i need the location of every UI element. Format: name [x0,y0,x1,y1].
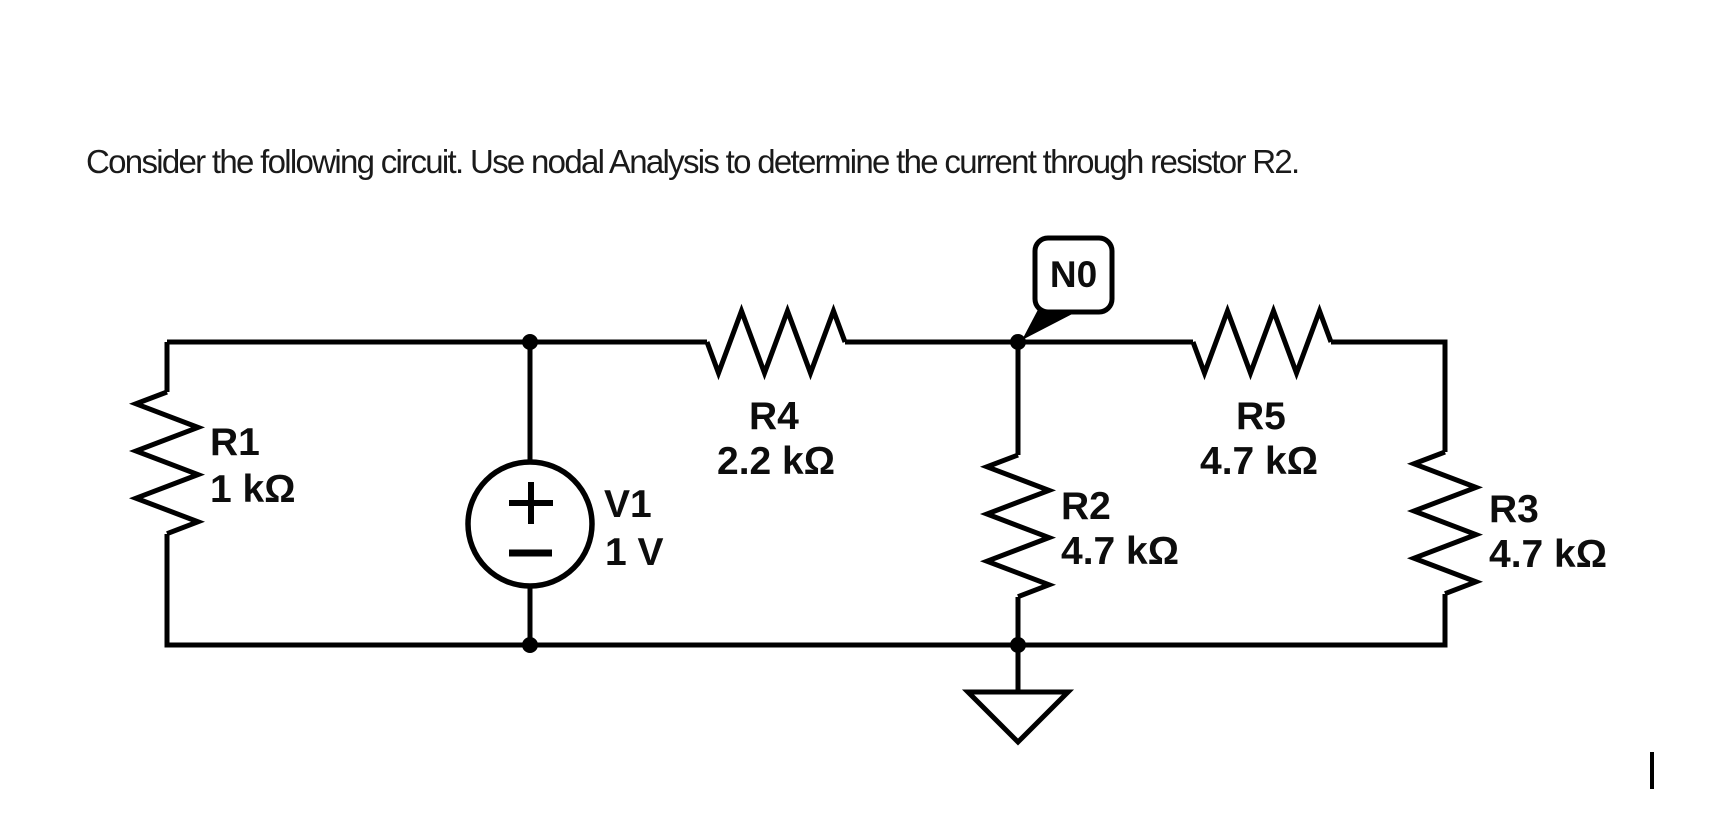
junction-dot [1010,637,1026,653]
label-r3-value: 4.7 kΩ [1489,533,1608,576]
label-r5-value: 4.7 kΩ [1200,440,1319,483]
resistor-r4-symbol [704,303,848,381]
junction-dots [522,334,1026,653]
label-r5-name: R5 [1236,395,1286,438]
label-r3-name: R3 [1489,488,1539,531]
label-r2-name: R2 [1061,485,1111,528]
label-r4-value: 2.2 kΩ [717,440,836,483]
junction-dot [522,637,538,653]
plus-sign-icon [509,482,553,524]
callout-box [1032,235,1115,315]
label-r2-value: 4.7 kΩ [1061,530,1180,573]
label-r1-value: 1 kΩ [210,468,296,511]
label-r1-name: R1 [210,421,260,464]
question-text: Consider the following circuit. Use noda… [86,143,1300,180]
ground-icon [961,689,1075,746]
resistor-r1-symbol [128,389,206,537]
node-callout [1022,235,1115,340]
label-r4-name: R4 [749,395,799,438]
text-cursor [1650,752,1654,789]
junction-dot [1010,334,1026,350]
resistor-r3-symbol [1406,449,1484,597]
node-label: N0 [1049,254,1098,295]
junction-dot [522,334,538,350]
voltage-source-v1-symbol [465,459,595,589]
label-v1-value: 1 V [605,531,664,574]
label-v1-name: V1 [604,483,652,526]
resistor-r5-symbol [1190,303,1334,381]
resistor-r2-symbol [979,452,1057,600]
